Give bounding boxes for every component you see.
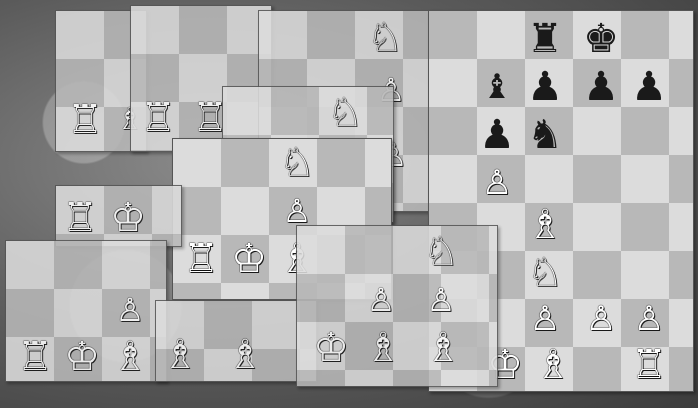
white-pawn-icon: ♙ bbox=[473, 159, 521, 207]
white-knight-icon: ♘ bbox=[361, 14, 409, 62]
white-pawn-icon: ♙ bbox=[521, 295, 569, 343]
white-bishop-icon: ♗ bbox=[359, 324, 407, 372]
black-pawn-icon: ♟ bbox=[473, 111, 521, 159]
white-rook-icon: ♖ bbox=[11, 333, 59, 381]
black-king-icon: ♚ bbox=[577, 15, 625, 63]
black-pawn-icon: ♟ bbox=[521, 63, 569, 111]
white-rook-icon: ♖ bbox=[56, 194, 104, 242]
black-knight-icon: ♞ bbox=[521, 111, 569, 159]
white-king-icon: ♔ bbox=[104, 194, 152, 242]
white-bishop-icon: ♗ bbox=[156, 331, 204, 379]
chess-board-fragment-bottom-mid-right: ♘ ♙ ♙ ♔ ♗ ♗ bbox=[296, 225, 498, 387]
black-bishop-icon: ♝ bbox=[473, 63, 521, 111]
black-rook-icon: ♜ bbox=[521, 15, 569, 63]
white-bishop-icon: ♗ bbox=[529, 341, 577, 389]
white-pawn-icon: ♙ bbox=[577, 295, 625, 343]
white-knight-icon: ♘ bbox=[321, 89, 369, 137]
white-king-icon: ♔ bbox=[225, 235, 273, 283]
chess-board-fragment-bottom-left: ♙ ♖ ♔ ♗ bbox=[5, 240, 167, 382]
white-rook-icon: ♖ bbox=[61, 96, 109, 144]
chess-board-fragment-left-mid: ♖ ♔ bbox=[55, 185, 182, 247]
white-pawn-icon: ♙ bbox=[625, 295, 673, 343]
black-pawn-icon: ♟ bbox=[625, 63, 673, 111]
white-pawn-icon: ♙ bbox=[106, 286, 154, 334]
white-rook-icon: ♖ bbox=[625, 341, 673, 389]
white-bishop-icon: ♗ bbox=[106, 333, 154, 381]
white-knight-icon: ♘ bbox=[273, 139, 321, 187]
black-pawn-icon: ♟ bbox=[577, 63, 625, 111]
white-pawn-icon: ♙ bbox=[357, 276, 405, 324]
white-bishop-icon: ♗ bbox=[419, 324, 467, 372]
white-king-icon: ♔ bbox=[307, 324, 355, 372]
white-bishop-icon: ♗ bbox=[221, 331, 269, 379]
white-bishop-icon: ♗ bbox=[521, 201, 569, 249]
chess-board-fragment-bottom-mid: ♗ ♗ bbox=[155, 300, 317, 382]
white-knight-icon: ♘ bbox=[417, 228, 465, 276]
white-rook-icon: ♖ bbox=[134, 94, 182, 142]
white-knight-icon: ♘ bbox=[521, 249, 569, 297]
white-rook-icon: ♖ bbox=[177, 235, 225, 283]
white-pawn-icon: ♙ bbox=[417, 276, 465, 324]
white-king-icon: ♔ bbox=[58, 333, 106, 381]
